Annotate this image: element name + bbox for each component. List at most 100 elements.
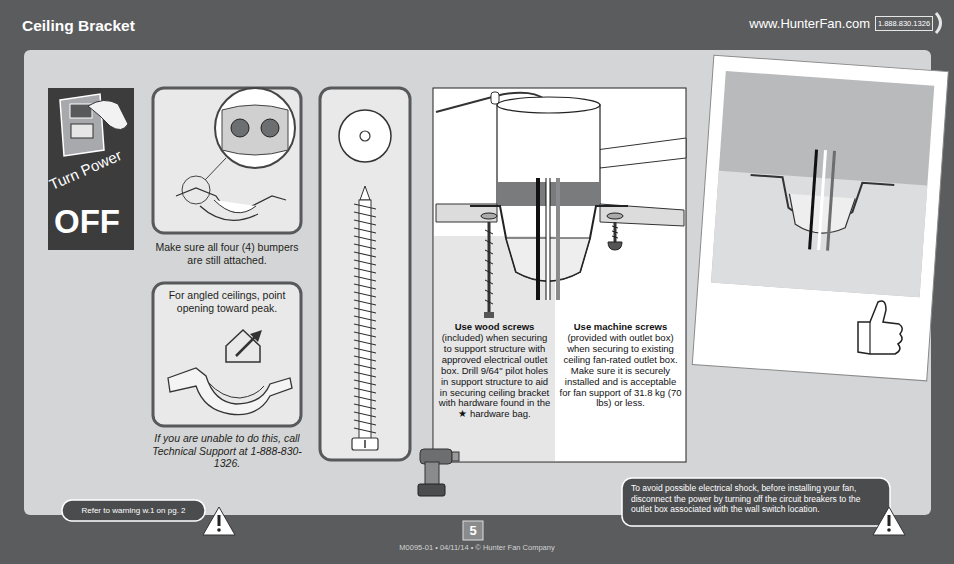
page-number: 5 — [463, 521, 483, 540]
screw-thread-part — [354, 348, 376, 353]
page-number-box-part — [463, 521, 483, 540]
screw-thread-part — [354, 268, 376, 273]
screw-thread-part — [354, 292, 376, 297]
screw-thread-part — [354, 324, 376, 329]
screw-thread-part — [354, 276, 376, 281]
installation-illustration-part — [600, 204, 684, 226]
installation-illustration — [433, 88, 686, 462]
angled-ceiling-panel: For angled ceilings, point opening towar… — [153, 283, 301, 426]
photo-frame-part — [692, 55, 948, 381]
screw-thread-part — [354, 364, 376, 369]
icon-word: OFF — [54, 204, 134, 240]
page-title: Ceiling Bracket — [22, 16, 322, 36]
photo-frame-part — [711, 71, 934, 297]
screw-panel — [320, 88, 410, 460]
page-number-text: 5 — [463, 521, 483, 540]
power-off-icon: Turn PowerOFF — [48, 88, 134, 250]
installation-illustration-part — [491, 92, 499, 104]
screw-thread-part — [354, 404, 376, 409]
phone-number: 1.888.830.1326 — [876, 17, 932, 30]
website-holder: www.HunterFan.com — [700, 15, 870, 33]
screw-thread-part — [354, 420, 376, 425]
bumpers-panel-part — [176, 188, 286, 220]
phone-bracket-icon-part — [936, 13, 941, 33]
warning-triangle-part — [217, 528, 221, 532]
warning-bubble-part — [62, 500, 205, 521]
bumpers-panel — [153, 88, 301, 233]
bumpers-panel-part — [214, 200, 256, 213]
instruction-text: Make sure all four (4) bumpers are still… — [153, 241, 301, 266]
screw-thread-part — [354, 252, 376, 257]
thumbs-up-icon — [858, 301, 902, 354]
screw-panel-part — [360, 131, 370, 141]
installation-illustration-part — [556, 178, 560, 300]
screw-thread-part — [354, 316, 376, 321]
shock-warning: To avoid possible electrical shock, befo… — [622, 478, 890, 526]
screw-thread-part — [354, 356, 376, 361]
note-heading: Use wood screws — [437, 322, 552, 333]
warning-triangle-part — [218, 515, 221, 526]
screw-thread-part — [354, 228, 376, 233]
drill-icon-part — [418, 484, 445, 496]
installation-illustration-part — [484, 312, 494, 318]
screw-panel-part — [339, 110, 391, 162]
power-switch-icon-part — [71, 124, 93, 138]
drill-icon-part — [425, 462, 439, 486]
bumpers-panel-part — [261, 119, 279, 137]
footer-note: M0095-01 • 04/11/14 • © Hunter Fan Compa… — [280, 543, 674, 553]
installation-illustration-part — [608, 242, 622, 250]
screw-thread-part — [354, 308, 376, 313]
angled-ceiling-panel — [153, 283, 301, 426]
icon-caption: Turn Power — [47, 145, 127, 194]
warning-text: To avoid possible electrical shock, befo… — [631, 483, 881, 515]
angled-ceiling-panel-part — [153, 283, 301, 426]
bumpers-panel-part — [231, 119, 249, 137]
screw-thread-part — [354, 220, 376, 225]
installation-illustration-part — [546, 178, 551, 300]
warning-triangle-part — [887, 528, 891, 532]
installation-illustration-part — [485, 230, 493, 304]
installation-illustration-part — [547, 178, 550, 300]
screw-thread-part — [354, 284, 376, 289]
screw-thread-part — [354, 428, 376, 433]
screw-thread-part — [354, 388, 376, 393]
bumpers-panel-part — [205, 158, 226, 180]
phone-box: 1.888.830.1326 — [875, 16, 933, 31]
angled-ceiling-panel-part — [236, 336, 256, 356]
installation-illustration-part — [596, 138, 686, 168]
warning-triangle-part — [888, 515, 891, 526]
installation-illustration-part — [433, 88, 686, 462]
angled-ceiling-panel-part — [168, 368, 292, 415]
instruction-text: For angled ceilings, point opening towar… — [153, 289, 301, 314]
bumpers-panel-part — [182, 176, 210, 204]
machine-screw-note: Use machine screws(provided with outlet … — [556, 322, 685, 460]
screw-thread-part — [354, 244, 376, 249]
phone-bracket-icon — [936, 13, 941, 33]
screw-panel-part — [360, 186, 370, 200]
installation-illustration-part — [497, 97, 600, 113]
warning-bubble — [62, 478, 890, 526]
photo-frame-part — [828, 151, 835, 251]
screw-thread-part — [354, 396, 376, 401]
screw-panel-part — [364, 440, 366, 448]
bumper-check-panel: Make sure all four (4) bumpers are still… — [153, 88, 301, 233]
installation-illustration-part — [612, 226, 618, 238]
drill-icon-part — [452, 452, 459, 461]
screw-thread-part — [354, 212, 376, 217]
screw-thread-part — [354, 380, 376, 385]
website: www.HunterFan.com — [700, 15, 870, 33]
screw-thread-part — [354, 332, 376, 337]
footer-note-holder: M0095-01 • 04/11/14 • © Hunter Fan Compa… — [280, 543, 674, 553]
note-body: (provided with outlet box) when securing… — [559, 333, 682, 409]
power-switch-icon-part — [88, 100, 128, 129]
thumbs-up-icon-part — [869, 322, 870, 354]
screw-thread-part — [354, 412, 376, 417]
angled-ceiling-panel-part — [250, 330, 262, 342]
page-number-box — [463, 521, 483, 540]
wood-screw-note: Use wood screws(included) when securing … — [434, 322, 555, 460]
installation-illustration-part — [536, 178, 540, 300]
bumpers-panel-part — [222, 105, 288, 155]
screw-thread-part — [354, 204, 376, 209]
installation-illustration-part — [481, 213, 497, 219]
